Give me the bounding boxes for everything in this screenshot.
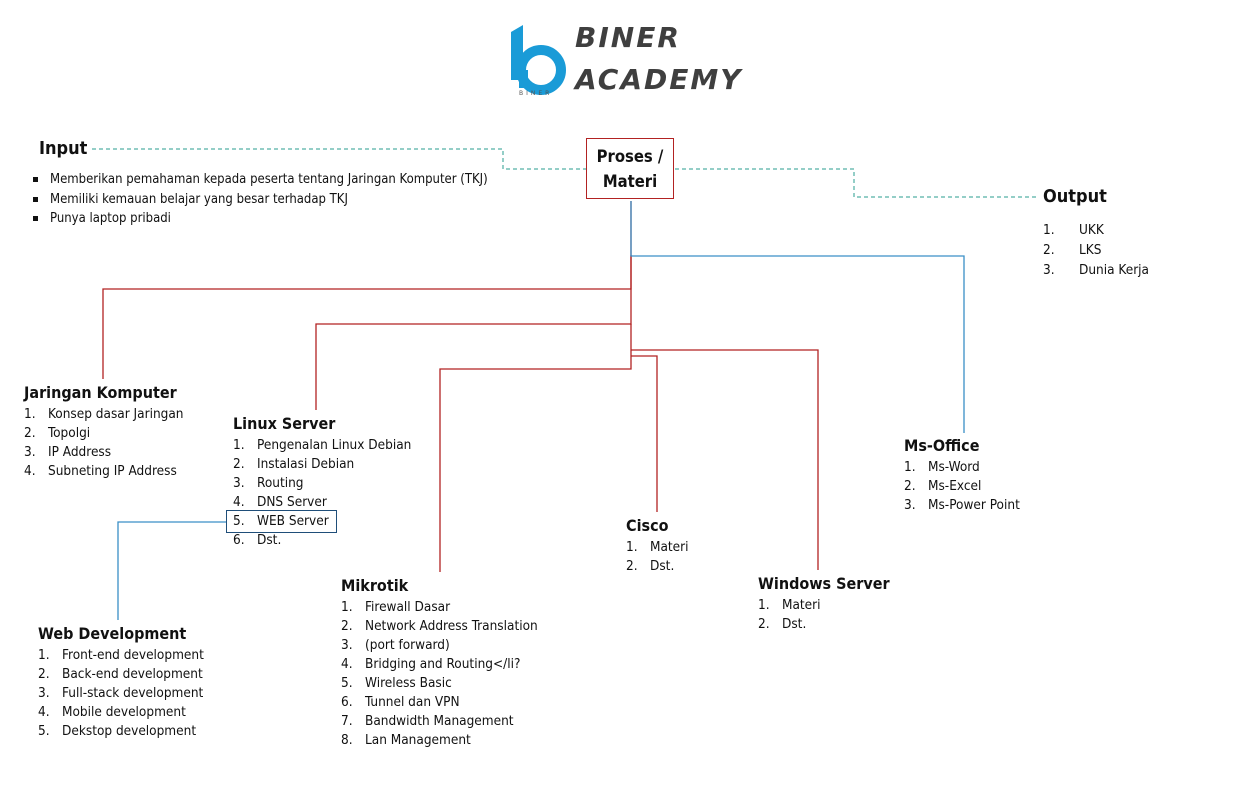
linux-list: 1.Pengenalan Linux Debian 2.Instalasi De… (233, 436, 411, 550)
cisco-item: 2.Dst. (626, 558, 675, 574)
webdev-item: 4.Mobile development (38, 704, 186, 720)
webdev-item: 5.Dekstop development (38, 723, 197, 739)
linux-item: 1.Pengenalan Linux Debian (233, 437, 412, 453)
input-connector (92, 148, 586, 170)
jaringan-item: 1.Konsep dasar Jaringan (24, 406, 184, 422)
linux-item-web-server: 5.WEB Server (233, 513, 329, 529)
input-item: Punya laptop pribadi (28, 209, 488, 229)
mikrotik-title: Mikrotik (341, 576, 409, 595)
jaringan-list: 1.Konsep dasar Jaringan 2.Topolgi 3.IP A… (24, 405, 184, 481)
msoffice-list: 1.Ms-Word 2.Ms-Excel 3.Ms-Power Point (904, 458, 1020, 515)
linux-connector (315, 255, 632, 410)
webdev-item: 2.Back-end development (38, 666, 203, 682)
logo-line-1: BINER (575, 21, 681, 54)
input-title: Input (39, 138, 88, 159)
proses-label: Proses / Materi (596, 146, 664, 191)
mikrotik-list: 1.Firewall Dasar 2.Network Address Trans… (341, 598, 538, 750)
output-list: 1.UKK 2.LKS 3.Dunia Kerja (1043, 220, 1149, 280)
mikrotik-item: 6.Tunnel dan VPN (341, 694, 460, 710)
mikrotik-item: 4.Bridging and Routing</li? (341, 656, 521, 672)
jaringan-item: 2.Topolgi (24, 425, 91, 441)
input-item: Memberikan pemahaman kepada peserta tent… (28, 170, 488, 190)
output-item: 3.Dunia Kerja (1043, 262, 1149, 278)
cisco-list: 1.Materi 2.Dst. (626, 538, 689, 576)
jaringan-item: 4.Subneting IP Address (24, 463, 177, 479)
windows-item: 2.Dst. (758, 616, 807, 632)
biner-academy-logo: BINER ACADEMY BINER (505, 22, 755, 102)
linux-item: 6.Dst. (233, 532, 282, 548)
proses-box: Proses / Materi (586, 138, 674, 199)
logo-mark-icon (511, 25, 566, 95)
msoffice-item: 1.Ms-Word (904, 459, 980, 475)
mikrotik-item: 7.Bandwidth Management (341, 713, 514, 729)
mikrotik-item: 2.Network Address Translation (341, 618, 538, 634)
webdev-list: 1.Front-end development 2.Back-end devel… (38, 646, 204, 741)
output-item: 1.UKK (1043, 222, 1104, 238)
windows-list: 1.Materi 2.Dst. (758, 596, 821, 634)
windows-title: Windows Server (758, 574, 890, 593)
mikrotik-item: 1.Firewall Dasar (341, 599, 451, 615)
input-list: Memberikan pemahaman kepada peserta tent… (28, 170, 488, 229)
logo-subtext: BINER (519, 90, 553, 97)
linux-title: Linux Server (233, 414, 336, 433)
webdev-connector (117, 521, 226, 620)
cisco-connector (631, 355, 658, 512)
mikrotik-item: 5.Wireless Basic (341, 675, 452, 691)
linux-item: 2.Instalasi Debian (233, 456, 355, 472)
msoffice-item: 2.Ms-Excel (904, 478, 982, 494)
jaringan-title: Jaringan Komputer (24, 383, 177, 402)
windows-item: 1.Materi (758, 597, 821, 613)
linux-item: 4.DNS Server (233, 494, 327, 510)
webdev-item: 1.Front-end development (38, 647, 204, 663)
msoffice-item: 3.Ms-Power Point (904, 497, 1020, 513)
msoffice-title: Ms-Office (904, 436, 980, 455)
output-connector (675, 168, 1037, 198)
msoffice-connector (630, 201, 965, 433)
logo-line-2: ACADEMY (575, 63, 743, 96)
windows-connector (631, 349, 819, 570)
webdev-item: 3.Full-stack development (38, 685, 204, 701)
cisco-item: 1.Materi (626, 539, 689, 555)
linux-item: 3.Routing (233, 475, 304, 491)
mikrotik-item: 8.Lan Management (341, 732, 471, 748)
output-item: 2.LKS (1043, 242, 1102, 258)
web-server-highlight (226, 510, 337, 533)
output-title: Output (1043, 186, 1107, 207)
input-item: Memiliki kemauan belajar yang besar terh… (28, 190, 488, 210)
cisco-title: Cisco (626, 516, 669, 535)
mikrotik-connector (439, 324, 632, 572)
webdev-title: Web Development (38, 624, 187, 643)
mikrotik-item: 3.(port forward) (341, 637, 450, 653)
jaringan-item: 3.IP Address (24, 444, 112, 460)
